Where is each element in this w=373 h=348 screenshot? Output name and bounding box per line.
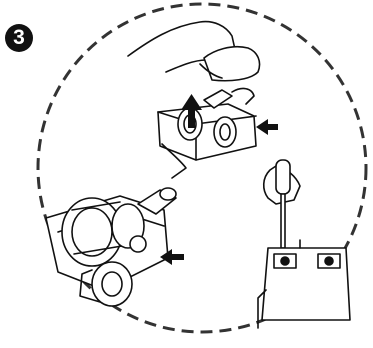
roller-right [214, 117, 236, 147]
motor-cap [232, 89, 254, 104]
screwdriver-shaft [281, 194, 285, 248]
screwdriver-panel [258, 160, 350, 328]
step-number-badge: 3 [5, 24, 33, 52]
grabbed-cover [204, 47, 260, 81]
screwdriver-handle [276, 160, 290, 194]
gear [130, 236, 146, 252]
push-arrow-upper [256, 119, 278, 135]
motor-assembly-panel [46, 188, 176, 306]
front-wheel [92, 262, 132, 306]
motor-housing [158, 104, 256, 160]
